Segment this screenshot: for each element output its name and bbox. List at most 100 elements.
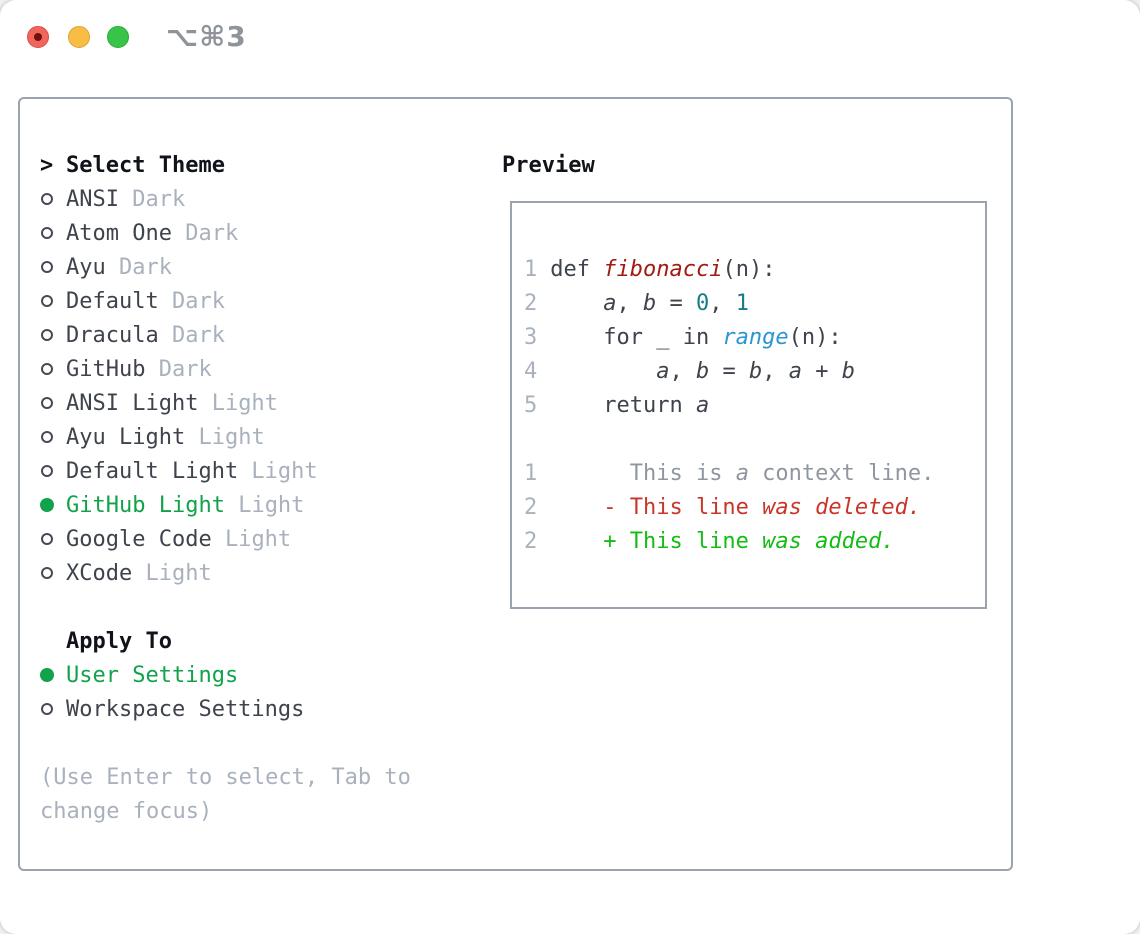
theme-item-atom-one[interactable]: Atom One Dark [40,216,490,250]
code-line: 2 + This line was added. [524,524,985,558]
theme-name: Default Light [66,458,239,484]
radio-icon [40,363,66,375]
line-number: 2 [524,528,538,554]
theme-variant-label: Dark [145,356,212,382]
theme-name: ANSI Light [66,390,199,416]
apply-to-heading-label: Apply To [66,628,172,654]
code-token: a [695,392,710,418]
apply-option-label: Workspace Settings [66,696,305,722]
theme-item-ansi[interactable]: ANSI Dark [40,182,490,216]
code-line: 2 - This line was deleted. [524,490,985,524]
theme-name: Ayu [66,254,106,280]
theme-name: GitHub [66,356,146,382]
radio-icon [40,567,66,579]
ring-circle [41,567,53,579]
code-token: range [722,324,789,350]
ring-circle [41,227,53,239]
preview-heading: Preview [502,152,595,178]
theme-variant-label: Dark [105,254,172,280]
theme-variant-label: Dark [158,322,225,348]
code-token: (n): [722,256,776,282]
window-title: ⌥⌘3 [166,20,247,53]
code-token: + [801,358,842,384]
select-theme-heading: >Select Theme [40,148,490,182]
close-button[interactable] [27,26,49,48]
code-token: , [616,290,643,316]
code-token: , [669,358,696,384]
code-token: b [748,358,763,384]
code-token: + This line [550,528,763,554]
focus-caret-icon: > [40,152,54,178]
theme-variant-label: Dark [171,220,239,246]
spacer [40,590,490,624]
selected-radio-icon [40,498,66,512]
theme-name: GitHub Light [66,492,225,518]
code-token: b [695,358,710,384]
minimize-button[interactable] [68,26,90,48]
titlebar: ⌥⌘3 [0,0,1140,75]
theme-name: Google Code [66,526,212,552]
code-token: a [788,358,802,384]
code-token: 0 [695,290,710,316]
apply-to-heading: Apply To [40,624,490,658]
theme-variant-label: Light [211,526,292,552]
ring-circle [41,329,53,341]
theme-item-github[interactable]: GitHub Dark [40,352,490,386]
theme-name: Dracula [66,322,159,348]
code-token: a [735,460,749,486]
code-token: a [603,290,617,316]
theme-name: ANSI [66,186,119,212]
code-line: 1 This is a context line. [524,456,985,490]
code-token: for _ in [550,324,723,350]
radio-icon [40,431,66,443]
apply-option-workspace-settings[interactable]: Workspace Settings [40,692,490,726]
code-token: - This line [550,494,763,520]
line-number: 1 [524,460,538,486]
radio-icon [40,703,66,715]
theme-item-ayu-light[interactable]: Ayu Light Light [40,420,490,454]
radio-icon [40,295,66,307]
code-token: was added. [762,528,895,554]
theme-item-github-light[interactable]: GitHub Light Light [40,488,490,522]
line-number: 5 [524,392,538,418]
code-line: 5 return a [524,388,985,422]
code-token: b [642,290,657,316]
radio-icon [40,465,66,477]
code-token: , [709,290,736,316]
theme-item-default[interactable]: Default Dark [40,284,490,318]
code-token: fibonacci [603,256,723,282]
apply-option-label: User Settings [66,662,239,688]
radio-icon [40,261,66,273]
zoom-button[interactable] [107,26,129,48]
hint-line-2: change focus) [40,798,213,824]
ring-circle [41,465,53,477]
theme-item-ayu[interactable]: Ayu Dark [40,250,490,284]
code-token: def [550,256,604,282]
theme-variant-label: Light [238,458,318,484]
apply-option-user-settings[interactable]: User Settings [40,658,490,692]
code-token: was deleted. [762,494,922,520]
filled-dot [40,498,54,512]
selected-radio-icon [40,668,66,682]
line-number: 3 [524,324,538,350]
theme-variant-label: Dark [118,186,186,212]
ring-circle [41,193,53,205]
theme-item-dracula[interactable]: Dracula Dark [40,318,490,352]
theme-item-google-code[interactable]: Google Code Light [40,522,490,556]
theme-item-ansi-light[interactable]: ANSI Light Light [40,386,490,420]
theme-name: Atom One [66,220,172,246]
code-token: , [762,358,789,384]
code-line: 3 for _ in range(n): [524,320,985,354]
hint-line-1: (Use Enter to select, Tab to [40,764,411,790]
code-token: = [656,290,696,316]
theme-item-default-light[interactable]: Default Light Light [40,454,490,488]
theme-variant-label: Light [185,424,265,450]
code-token: This is [550,460,736,486]
theme-item-xcode[interactable]: XCode Light [40,556,490,590]
radio-icon [40,533,66,545]
